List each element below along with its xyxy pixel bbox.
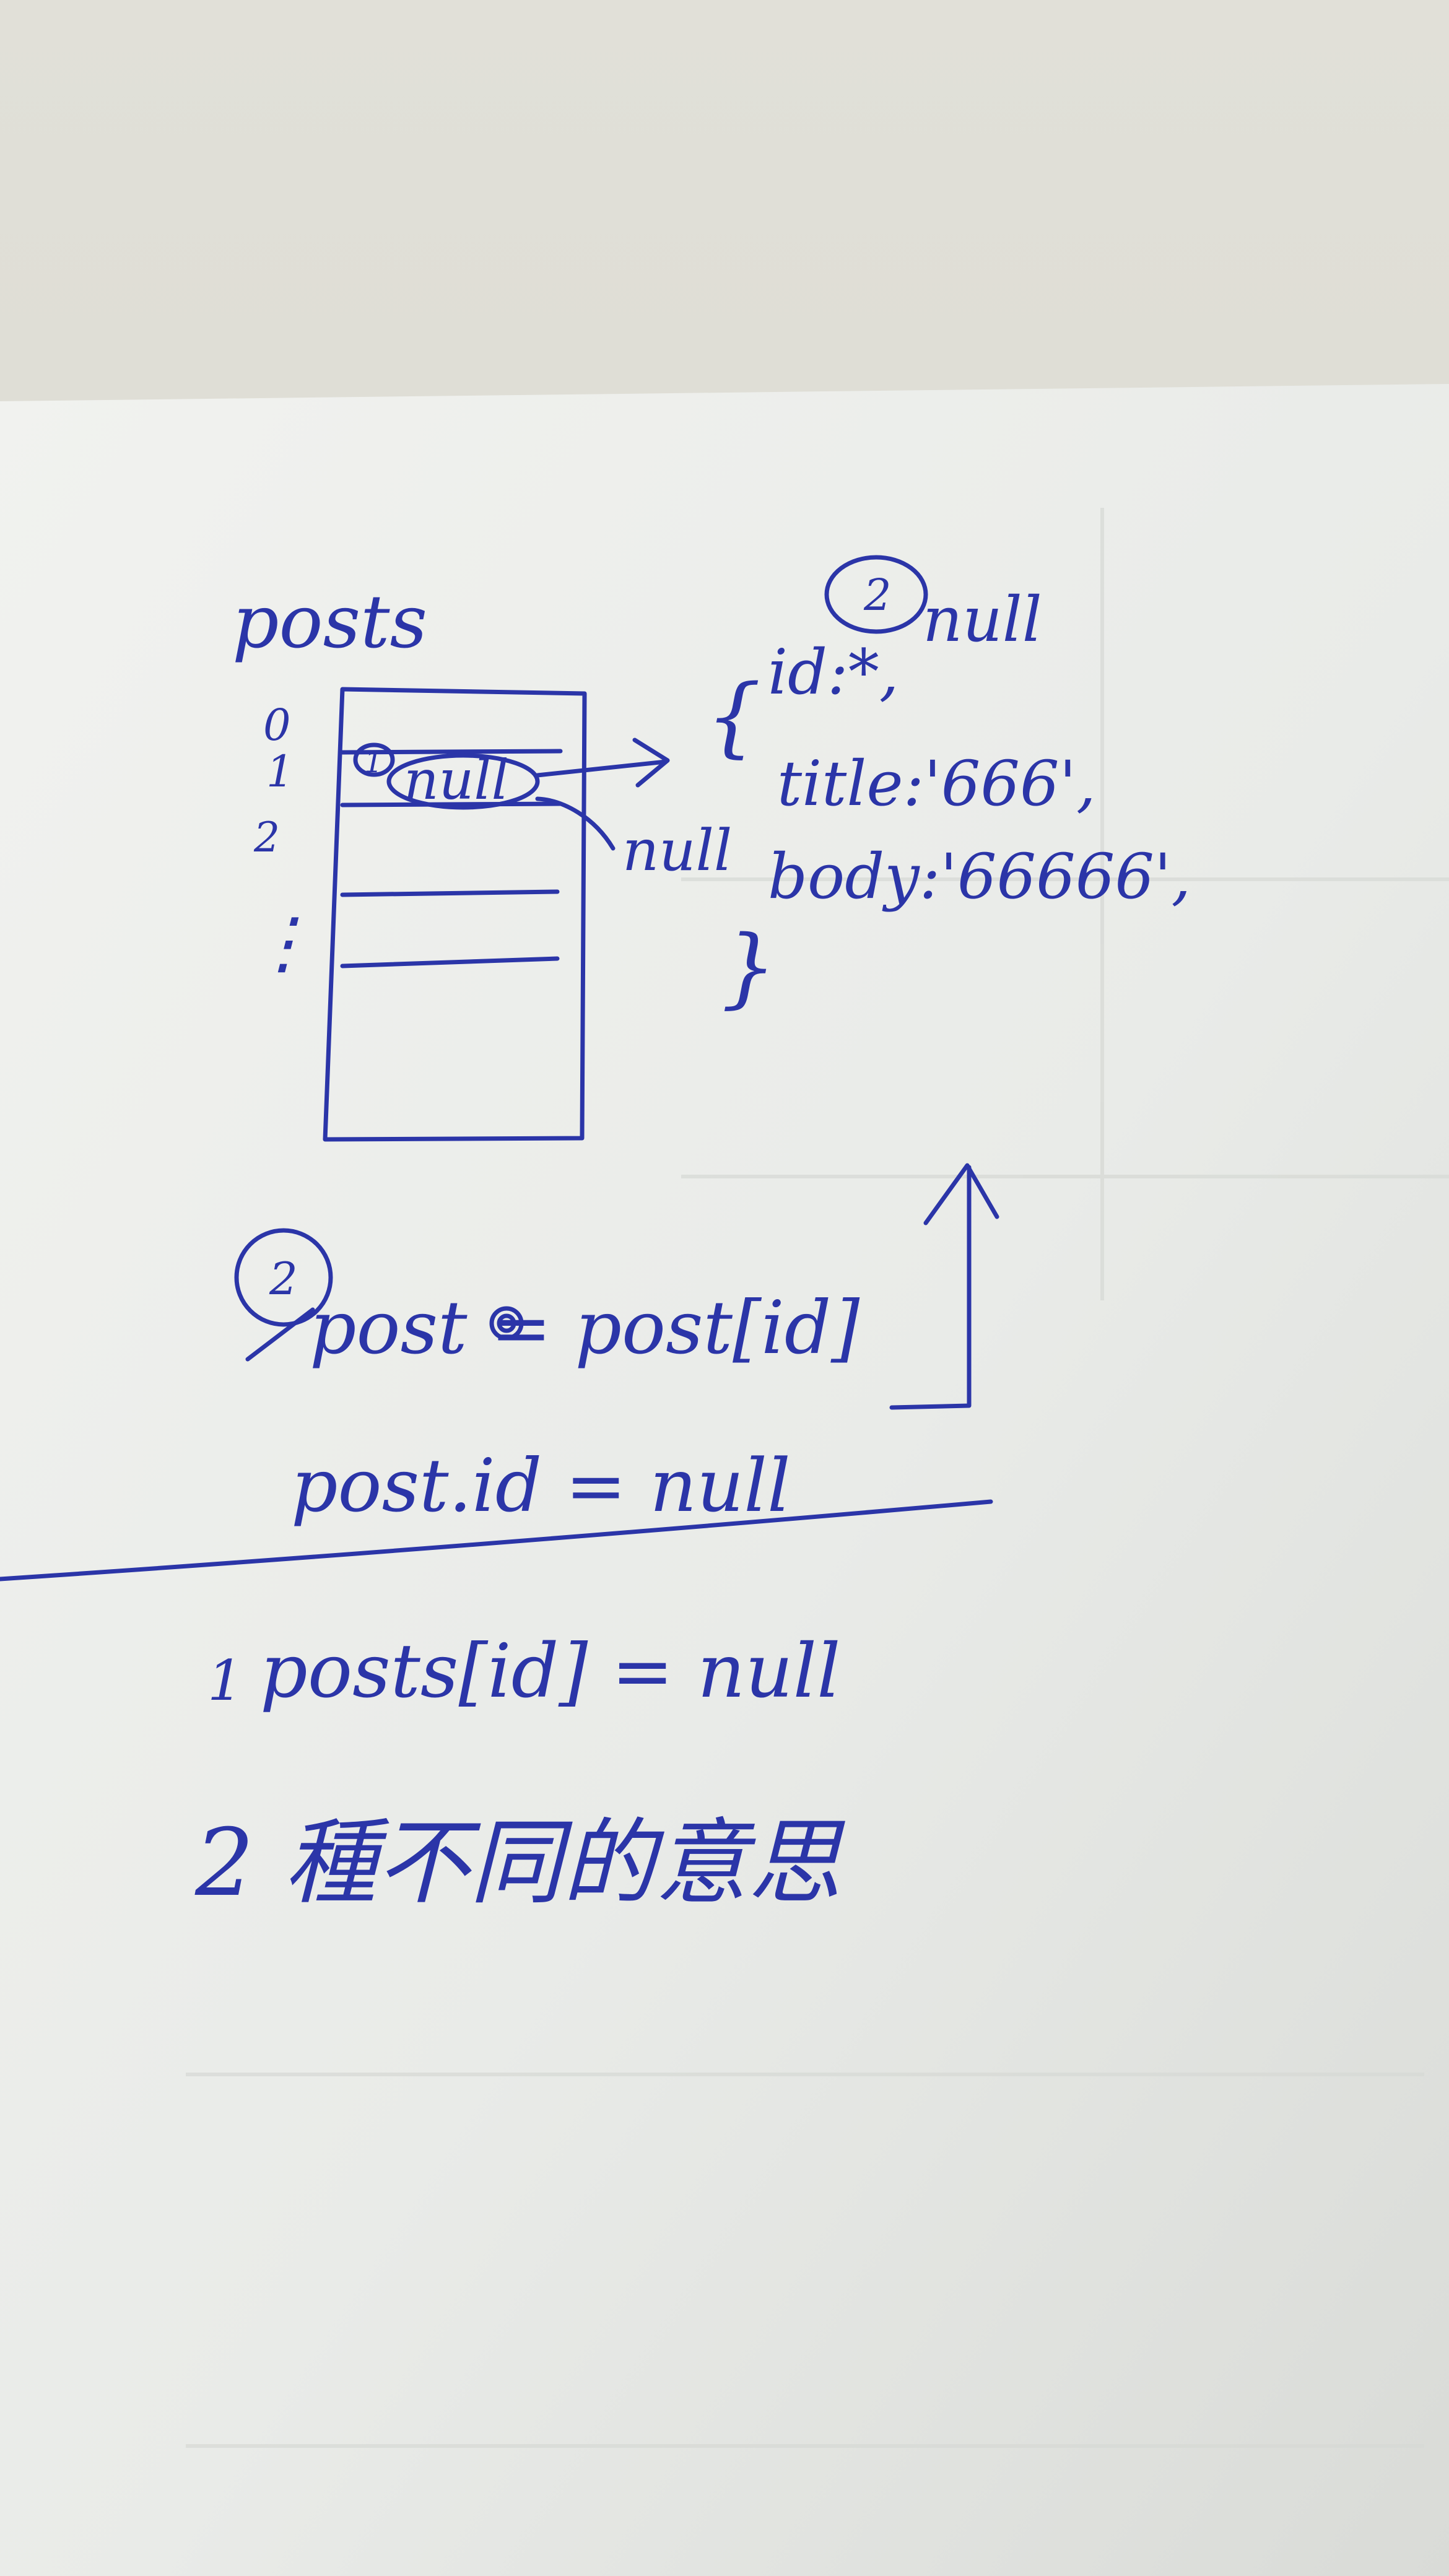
index-label-0: 0 xyxy=(263,700,291,751)
array-row-line xyxy=(340,889,560,897)
side-null: null xyxy=(622,817,732,884)
summary-line: 2 種不同的意思 xyxy=(194,1809,845,1917)
line-set-slot: posts[id] = null xyxy=(260,1629,840,1715)
scribble-marker xyxy=(489,1306,524,1341)
line-set-id: post.id = null xyxy=(291,1443,791,1528)
line-set-slot-marker: 1 xyxy=(207,1648,243,1713)
divider-line xyxy=(0,1499,993,1582)
handwritten-text: posts 0 1 2 ⋮ null 1 null 2 null { id:*,… xyxy=(194,570,1191,1917)
paper-sheet xyxy=(0,384,1449,2576)
pointer-arrow xyxy=(535,759,668,778)
array-row-line xyxy=(340,956,560,968)
object-line-body: body:'66666', xyxy=(768,840,1191,913)
ink-drawing xyxy=(0,555,999,1582)
slot-marker-circle xyxy=(353,742,395,777)
object-open-brace: { xyxy=(706,666,761,767)
paper-show-through xyxy=(186,508,1449,2448)
array-row-line xyxy=(340,749,563,755)
slot-circle xyxy=(386,753,540,810)
object-marker-circle xyxy=(824,555,928,634)
upward-arrow xyxy=(889,1165,972,1410)
object-line-id: id:*, xyxy=(768,636,899,708)
object-line-title: title:'666', xyxy=(777,747,1096,820)
assign-marker-tail xyxy=(245,1307,315,1362)
array-box xyxy=(323,687,587,1142)
array-label: posts xyxy=(232,579,427,664)
assign-marker: 2 xyxy=(269,1253,298,1305)
index-label-more: ⋮ xyxy=(249,903,317,982)
index-label-1: 1 xyxy=(266,746,294,797)
assign-marker-circle xyxy=(234,1228,333,1327)
pointer-arrowhead xyxy=(632,738,670,788)
upward-arrowhead xyxy=(923,1163,999,1225)
index-label-2: 2 xyxy=(253,814,280,861)
scribble-marker xyxy=(497,1313,516,1333)
null-connector xyxy=(535,796,616,851)
array-row-line xyxy=(340,801,563,807)
object-close-brace: } xyxy=(721,917,777,1018)
object-marker-value: null xyxy=(923,583,1042,656)
line-assign: post = post[id] xyxy=(310,1285,860,1370)
slot-value: null xyxy=(404,748,509,812)
object-marker: 2 xyxy=(863,570,892,620)
slot-marker: 1 xyxy=(364,745,383,780)
